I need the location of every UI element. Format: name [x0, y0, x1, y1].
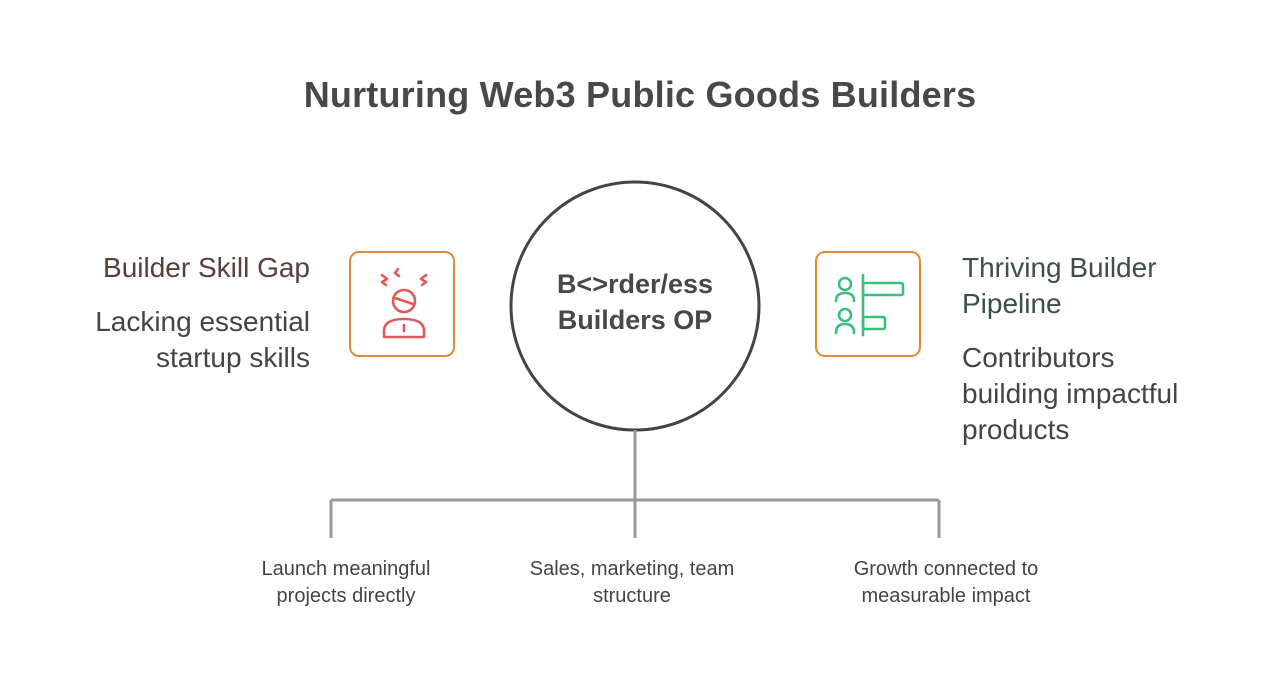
left-icon-box — [349, 251, 455, 357]
people-pipeline-icon — [834, 273, 905, 337]
center-line-2: Builders OP — [557, 305, 713, 335]
frustrated-person-icon — [380, 267, 428, 339]
left-desc-line-1: Lacking essential — [95, 306, 310, 337]
branch-2-line-1: Sales, marketing, team — [529, 558, 735, 580]
branch-1-line-1: Launch meaningful — [261, 558, 431, 580]
diagram-title: Nurturing Web3 Public Goods Builders — [303, 74, 977, 115]
branch-label-2: Sales, marketing, team structure — [512, 556, 752, 610]
right-heading: Thriving Builder Pipeline — [962, 250, 1262, 322]
left-description: Lacking essential startup skills — [10, 304, 310, 376]
right-description: Contributors building impactful products — [962, 340, 1262, 448]
right-icon-box — [815, 251, 921, 357]
center-line-1: B<>rder/ess — [556, 269, 714, 299]
left-heading: Builder Skill Gap — [103, 252, 310, 283]
right-desc-line-2: building impactful — [962, 378, 1179, 409]
right-node: Thriving Builder Pipeline Contributors b… — [962, 250, 1262, 448]
branch-1-line-2: projects directly — [276, 585, 416, 607]
branch-2-line-2: structure — [593, 585, 671, 607]
left-desc-line-2: startup skills — [155, 342, 310, 373]
branch-3-line-2: measurable impact — [861, 585, 1031, 607]
right-desc-line-1: Contributors — [962, 342, 1115, 373]
left-node: Builder Skill Gap Lacking essential star… — [10, 250, 310, 376]
right-desc-line-3: products — [962, 414, 1070, 445]
branch-3-line-1: Growth connected to — [853, 558, 1039, 580]
center-node-label: B<>rder/ess Builders OP — [510, 266, 760, 338]
right-heading-line-1: Thriving Builder — [962, 252, 1157, 283]
right-heading-line-2: Pipeline — [962, 288, 1062, 319]
branch-label-3: Growth connected to measurable impact — [826, 556, 1066, 610]
branch-label-1: Launch meaningful projects directly — [226, 556, 466, 610]
